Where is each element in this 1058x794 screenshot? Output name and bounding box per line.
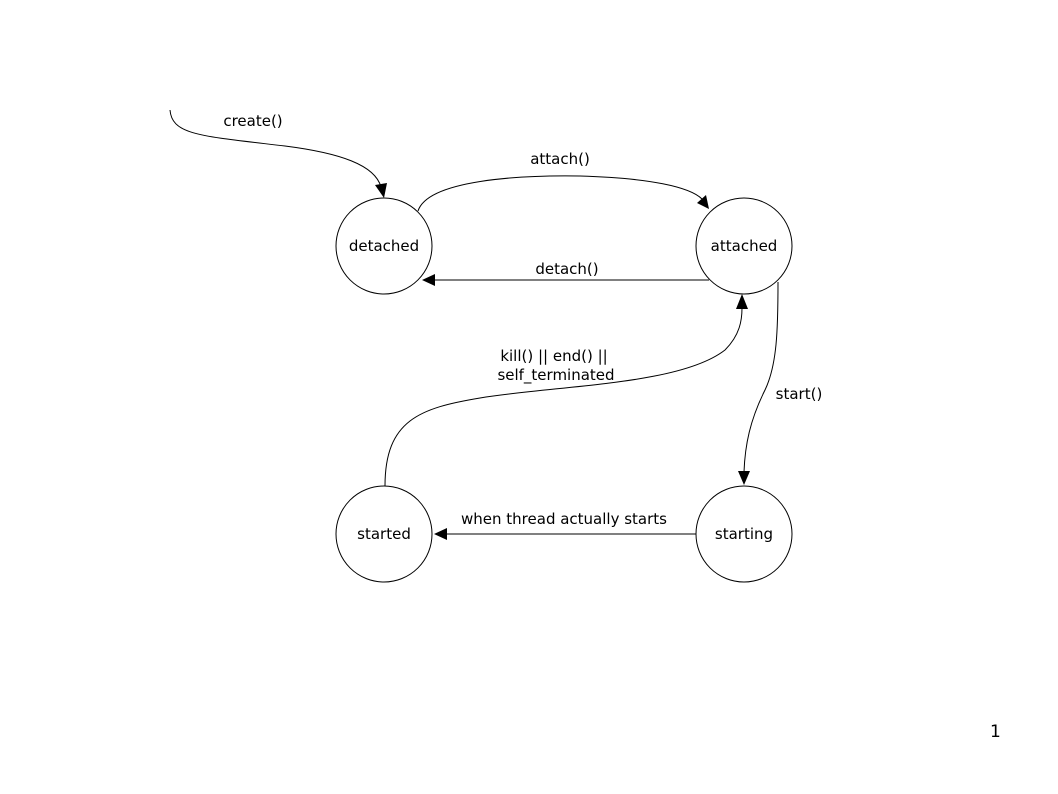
state-starting-label: starting — [715, 525, 773, 543]
attach-transition-label: attach() — [530, 150, 590, 168]
terminate-transition-arrowhead — [736, 294, 748, 309]
page-number: 1 — [990, 722, 1001, 742]
state-started-label: started — [357, 525, 411, 543]
state-started — [335, 485, 433, 583]
create-transition-arrowhead — [375, 183, 387, 198]
terminate-transition-label-line1: kill() || end() || — [500, 347, 607, 365]
start-transition-edge — [743, 281, 779, 473]
state-detached — [335, 197, 433, 295]
start-transition-arrowhead — [738, 471, 750, 485]
start-transition-label: start() — [776, 385, 823, 403]
thread-starts-transition-label: when thread actually starts — [461, 510, 667, 528]
detach-transition-arrowhead — [422, 274, 435, 286]
detach-transition-label: detach() — [535, 260, 598, 278]
attach-transition-edge — [417, 175, 703, 212]
thread-starts-transition-arrowhead — [434, 528, 447, 540]
state-starting — [695, 485, 793, 583]
state-attached — [695, 197, 793, 295]
create-transition-label: create() — [223, 112, 282, 130]
create-transition-edge — [169, 109, 382, 188]
terminate-transition-label-line2: self_terminated — [497, 366, 614, 385]
state-detached-label: detached — [349, 237, 419, 255]
state-attached-label: attached — [711, 237, 778, 255]
terminate-transition-edge — [384, 307, 743, 487]
attach-transition-arrowhead — [697, 195, 709, 209]
